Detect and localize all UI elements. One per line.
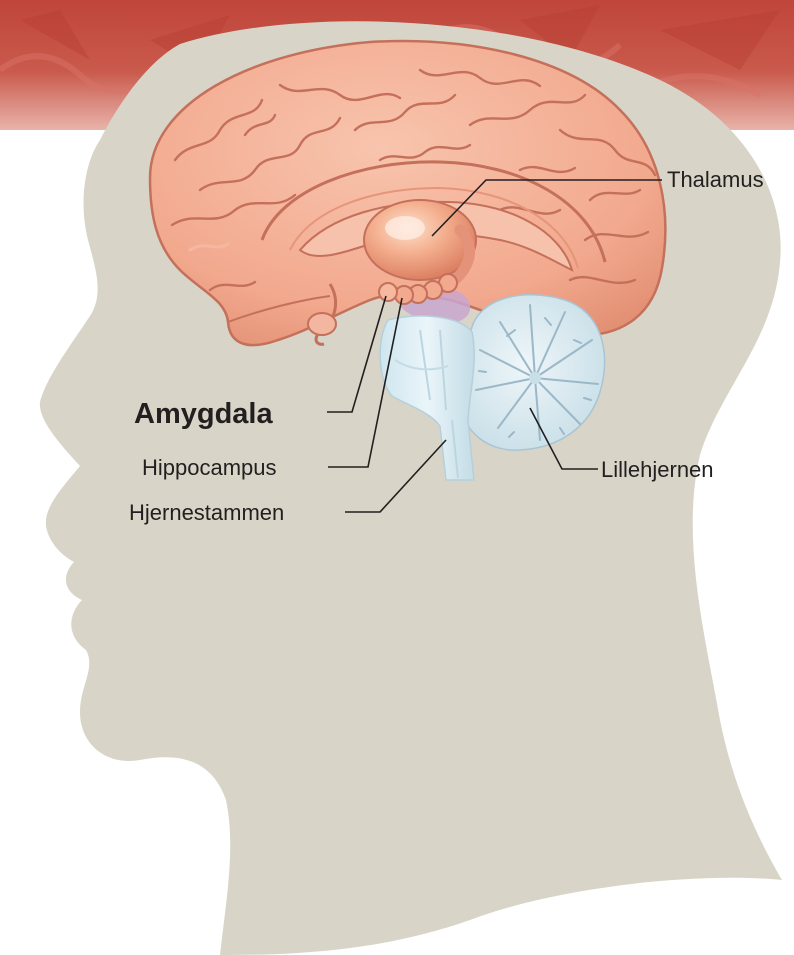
label-hippocampus: Hippocampus xyxy=(142,455,277,480)
label-brainstem: Hjernestammen xyxy=(129,500,284,525)
label-cerebellum: Lillehjernen xyxy=(601,457,714,482)
label-amygdala: Amygdala xyxy=(134,398,273,430)
amygdala-structure xyxy=(379,283,397,301)
label-thalamus: Thalamus xyxy=(667,167,764,192)
